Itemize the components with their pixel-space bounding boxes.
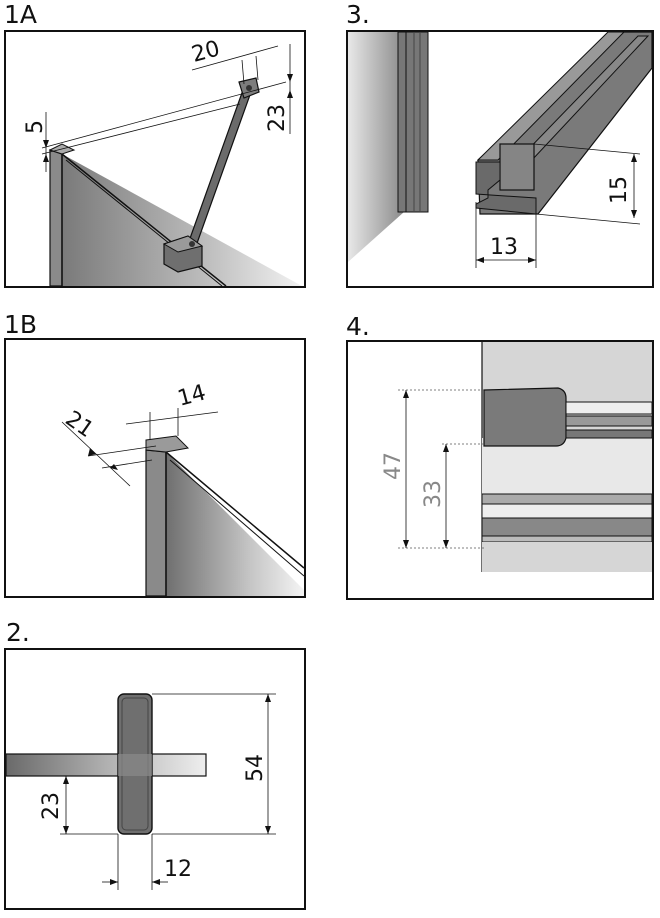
dim-54: 54 <box>243 754 268 782</box>
dim-14: 14 <box>175 380 209 411</box>
dim-47: 47 <box>381 452 406 480</box>
panel-2: 54 23 12 <box>4 648 306 910</box>
dim-23: 23 <box>265 104 290 132</box>
panel-3: 15 13 <box>346 30 654 288</box>
label-1a: 1A <box>4 0 38 29</box>
label-2: 2. <box>6 618 30 647</box>
diagram-4: 47 33 <box>381 342 652 572</box>
panel-1a: 20 5 23 <box>4 30 306 288</box>
diagram-3: 15 13 <box>348 32 652 268</box>
panel-4: 47 33 <box>346 340 654 600</box>
dim-15: 15 <box>607 176 632 204</box>
label-1b: 1B <box>4 310 38 339</box>
label-4: 4. <box>346 312 370 341</box>
panel-1b: 14 21 <box>4 338 306 598</box>
diagram-1a: 20 5 23 <box>23 36 302 286</box>
diagram-2: 54 23 12 <box>6 693 276 890</box>
diagram-1b: 14 21 <box>61 380 304 596</box>
dim-33: 33 <box>421 480 446 508</box>
dim-12: 12 <box>164 857 192 882</box>
dim-23b: 23 <box>39 792 64 820</box>
dim-5: 5 <box>23 120 48 134</box>
label-3: 3. <box>346 0 370 29</box>
dim-21: 21 <box>61 406 98 443</box>
dim-13: 13 <box>490 235 518 260</box>
